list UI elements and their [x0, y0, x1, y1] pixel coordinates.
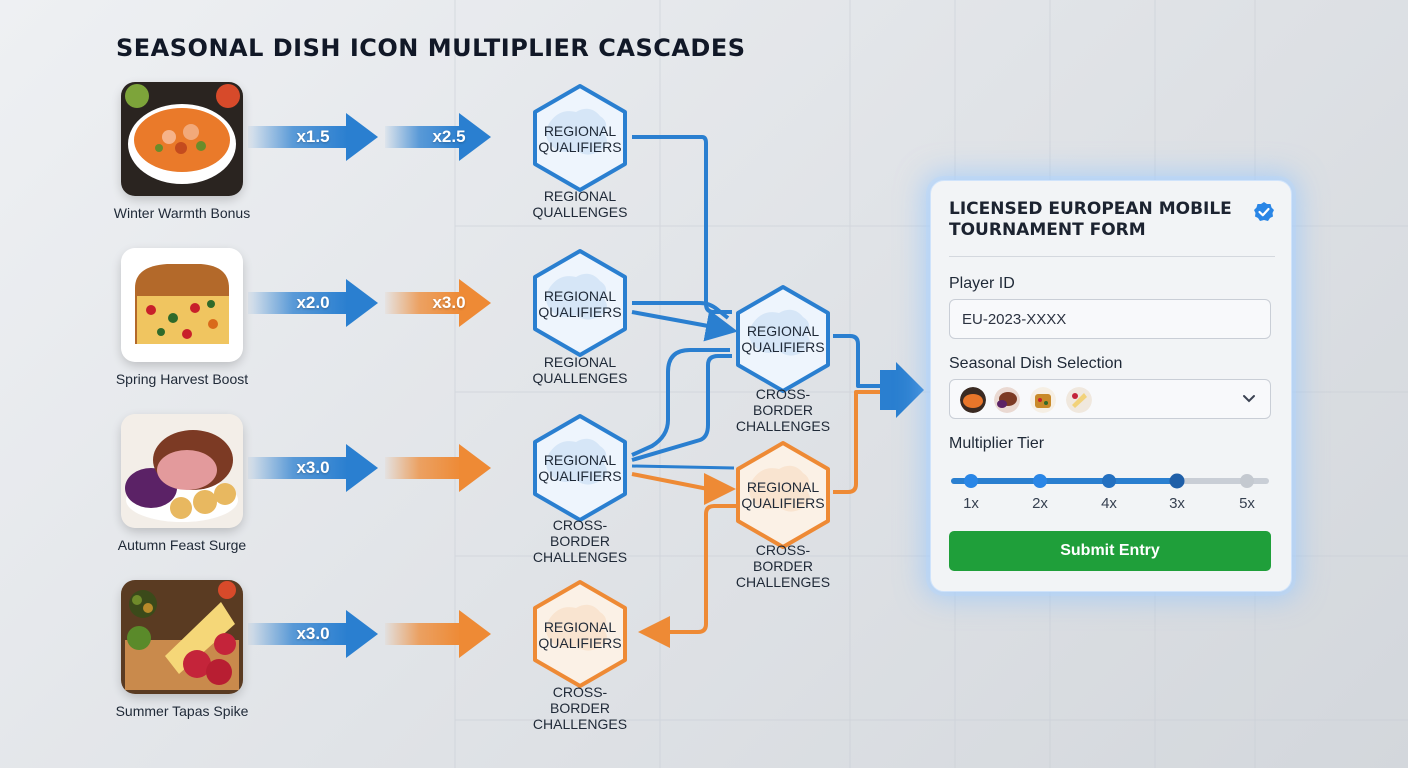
connector-n3-n6 [631, 464, 735, 470]
fruit-cake-icon [121, 248, 243, 362]
dish-card-spring[interactable] [121, 248, 243, 362]
dish-card-summer[interactable] [121, 580, 243, 694]
europe-map-icon [546, 108, 607, 155]
hexagon-node-1 [533, 84, 627, 192]
arrow-row-1a [248, 113, 378, 161]
node-5-title: REGIONAL QUALIFIERS [741, 323, 825, 355]
multiplier-label: x2.5 [432, 127, 466, 146]
node-4-caption: CROSS-BORDER CHALLENGES [532, 684, 628, 732]
tier-tick-2x: 2x [1032, 495, 1048, 512]
node-2-title: REGIONAL QUALIFIERS [538, 288, 622, 320]
node-3-title: REGIONAL QUALIFIERS [538, 452, 622, 484]
node-6-title: REGIONAL QUALIFIERS [741, 479, 825, 511]
hexagon-node-3 [533, 414, 627, 522]
page-title: SEASONAL DISH ICON MULTIPLIER CASCADES [116, 34, 746, 62]
form-divider [949, 256, 1275, 257]
submit-entry-button[interactable]: Submit Entry [949, 531, 1271, 571]
tier-tick-3x: 3x [1169, 495, 1185, 512]
node-3-caption: CROSS-BORDER CHALLENGES [532, 517, 628, 565]
arrow-row-2b [385, 279, 491, 327]
fruit-cake-icon [1030, 387, 1056, 413]
multiplier-tier-slider[interactable] [949, 473, 1271, 489]
node-6-caption: CROSS-BORDER CHALLENGES [735, 542, 831, 590]
multiplier-label: x2.0 [296, 293, 330, 312]
arrow-row-3a [248, 444, 378, 492]
dish-selection-label: Seasonal Dish Selection [949, 355, 1123, 372]
node-2-caption: REGIONAL QUALLENGES [532, 354, 628, 386]
tier-tick-1x: 1x [963, 495, 979, 512]
dish-label-winter: Winter Warmth Bonus [113, 205, 251, 221]
tapas-platter-icon [121, 580, 243, 694]
node-4-title: REGIONAL QUALIFIERS [538, 619, 622, 651]
tapas-platter-icon [1066, 387, 1092, 413]
europe-map-icon [749, 465, 810, 512]
roast-meat-icon [121, 414, 243, 528]
node-1-title: REGIONAL QUALIFIERS [538, 123, 622, 155]
dish-card-winter[interactable] [121, 82, 243, 196]
soup-bowl-icon [121, 82, 243, 196]
hexagon-node-4 [533, 580, 627, 688]
connector-n3-n6b [631, 472, 736, 505]
verified-badge-icon [1254, 202, 1274, 221]
dish-label-summer: Summer Tapas Spike [115, 703, 249, 719]
arrow-row-1b [385, 113, 491, 161]
multiplier-label: x1.5 [296, 127, 330, 146]
multiplier-tier-label: Multiplier Tier [949, 435, 1045, 452]
connector-n5-out [833, 334, 880, 388]
player-id-label: Player ID [949, 275, 1015, 292]
dish-label-autumn: Autumn Feast Surge [117, 537, 247, 553]
player-id-input[interactable] [949, 299, 1271, 339]
connector-n3-n5b [631, 354, 732, 462]
europe-map-icon [546, 604, 607, 651]
tournament-form: LICENSED EUROPEAN MOBILE TOURNAMENT FORM… [930, 180, 1292, 592]
multiplier-label: x3.0 [296, 624, 330, 643]
connector-n6-n4 [638, 504, 736, 648]
connector-n2-n5b [631, 309, 738, 342]
node-5-caption: CROSS-BORDER CHALLENGES [735, 386, 831, 434]
roast-meat-icon [994, 387, 1020, 413]
dish-label-spring: Spring Harvest Boost [115, 371, 249, 387]
arrow-row-4a [248, 610, 378, 658]
connector-n3-n5 [631, 348, 730, 457]
form-title: LICENSED EUROPEAN MOBILE TOURNAMENT FORM [949, 199, 1232, 240]
node-1-caption: REGIONAL QUALLENGES [532, 188, 628, 220]
europe-map-icon [546, 438, 607, 485]
multiplier-label: x3.0 [296, 458, 330, 477]
chevron-down-icon [1243, 395, 1255, 403]
multiplier-label: x3.0 [432, 293, 466, 312]
dish-selection-dropdown[interactable] [949, 379, 1271, 419]
arrow-row-2a [248, 279, 378, 327]
tier-tick-5x: 5x [1239, 495, 1255, 512]
hexagon-node-2 [533, 249, 627, 357]
arrow-row-4b [385, 610, 491, 658]
connector-n6-out [833, 390, 880, 494]
tier-tick-4x: 4x [1101, 495, 1117, 512]
arrow-row-3b [385, 444, 491, 492]
europe-map-icon [749, 309, 810, 356]
soup-bowl-icon [960, 387, 986, 413]
hexagon-node-5 [736, 285, 830, 393]
hexagon-node-6 [736, 441, 830, 549]
big-arrow-to-form [880, 362, 924, 418]
dish-card-autumn[interactable] [121, 414, 243, 528]
europe-map-icon [546, 273, 607, 320]
